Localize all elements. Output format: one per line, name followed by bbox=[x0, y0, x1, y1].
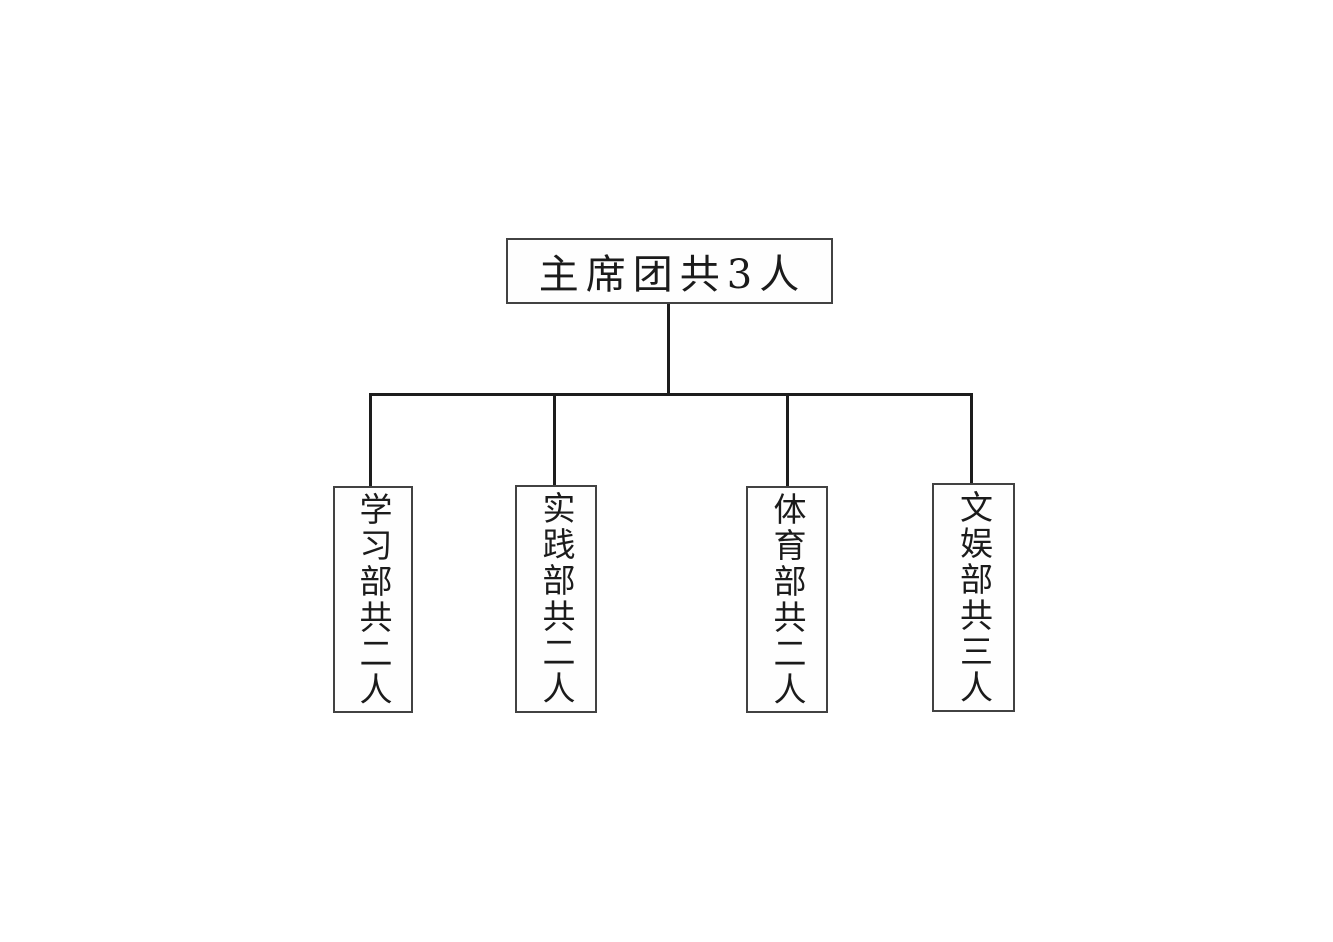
node-presidium: 主席团共3人 bbox=[506, 238, 833, 304]
node-sports-dept-label: 体育部共二人 bbox=[768, 491, 807, 708]
node-sports-dept: 体育部共二人 bbox=[746, 486, 828, 713]
node-study-dept-label: 学习部共二人 bbox=[354, 491, 393, 708]
node-practice-dept-label: 实践部共二人 bbox=[537, 491, 576, 707]
node-presidium-label: 主席团共3人 bbox=[538, 252, 807, 298]
node-arts-dept-label: 文娱部共三人 bbox=[954, 489, 994, 706]
connector-drop-practice bbox=[553, 393, 556, 485]
connector-root-stem bbox=[667, 304, 670, 394]
connector-drop-arts bbox=[970, 393, 973, 483]
connector-drop-sports bbox=[786, 393, 789, 486]
node-arts-dept: 文娱部共三人 bbox=[932, 483, 1015, 712]
connector-drop-study bbox=[369, 393, 372, 486]
node-study-dept: 学习部共二人 bbox=[333, 486, 413, 713]
connector-horizontal-bar bbox=[369, 393, 973, 396]
node-practice-dept: 实践部共二人 bbox=[515, 485, 597, 713]
